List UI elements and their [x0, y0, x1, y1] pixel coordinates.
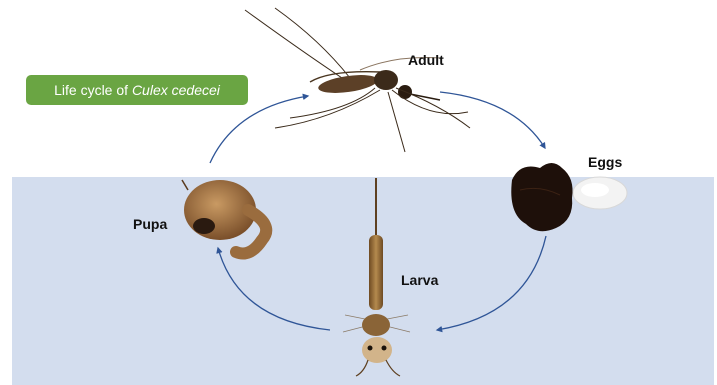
title-species: Culex cedecei	[132, 82, 220, 98]
arrow-larva-to-pupa	[218, 248, 330, 330]
adult-mosquito-image	[245, 8, 470, 152]
label-larva: Larva	[401, 272, 438, 288]
label-eggs: Eggs	[588, 154, 622, 170]
diagram-title-box: Life cycle of Culex cedecei	[26, 75, 248, 105]
label-pupa: Pupa	[133, 216, 167, 232]
pupa-image	[182, 180, 266, 254]
title-prefix: Life cycle of	[54, 82, 132, 98]
label-adult: Adult	[408, 52, 444, 68]
arrow-pupa-to-adult	[210, 96, 308, 163]
arrow-eggs-to-larva	[437, 236, 546, 330]
arrow-adult-to-eggs	[440, 92, 545, 148]
eggs-image	[511, 163, 627, 231]
larva-image	[343, 178, 410, 376]
